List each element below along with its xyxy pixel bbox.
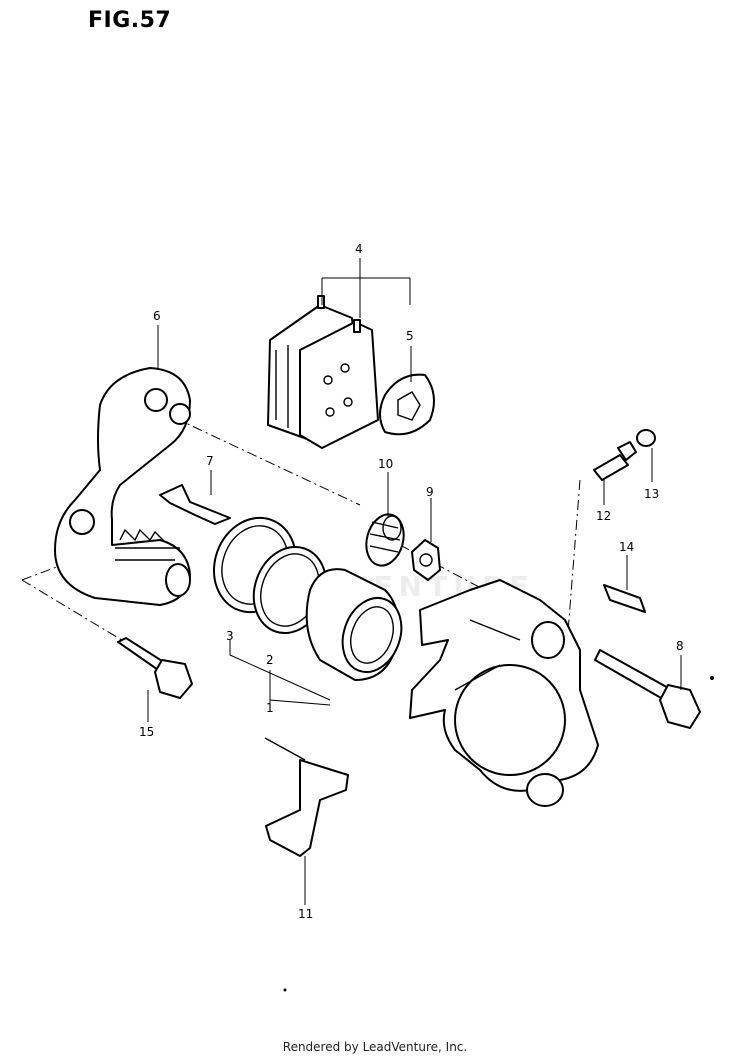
caliper-piston bbox=[305, 568, 403, 681]
callout-2: 2 bbox=[266, 653, 274, 667]
bleeder-cap bbox=[636, 429, 656, 447]
pad-shim bbox=[379, 373, 435, 436]
callout-10: 10 bbox=[378, 457, 393, 471]
caliper-body bbox=[409, 579, 599, 807]
caliper-bracket bbox=[54, 367, 191, 606]
callout-14: 14 bbox=[619, 540, 634, 554]
figure-title: FIG.57 bbox=[88, 8, 172, 33]
leader-lines bbox=[147, 258, 682, 905]
callout-4: 4 bbox=[355, 242, 363, 256]
retainer-plate bbox=[603, 584, 646, 613]
slide-pin-bolt bbox=[594, 649, 701, 729]
pin-boot bbox=[365, 513, 405, 567]
speck-dot bbox=[283, 988, 287, 992]
footer-credit: Rendered by LeadVenture, Inc. bbox=[282, 1040, 468, 1054]
callout-1: 1 bbox=[266, 701, 274, 715]
brake-pads bbox=[267, 295, 379, 449]
pin-sleeve bbox=[411, 539, 441, 581]
callout-8: 8 bbox=[676, 639, 684, 653]
callout-3: 3 bbox=[226, 629, 234, 643]
callout-7: 7 bbox=[206, 454, 214, 468]
speck-dot bbox=[710, 676, 714, 680]
callout-9: 9 bbox=[426, 485, 434, 499]
mounting-bolt bbox=[117, 637, 193, 699]
callout-labels: 4 5 6 7 10 9 3 2 1 12 13 14 8 15 11 bbox=[139, 242, 684, 921]
pad-spring-clip bbox=[159, 484, 231, 525]
callout-11: 11 bbox=[298, 907, 313, 921]
callout-12: 12 bbox=[596, 509, 611, 523]
pad-retainer-bracket bbox=[264, 737, 349, 857]
callout-13: 13 bbox=[644, 487, 659, 501]
callout-6: 6 bbox=[153, 309, 161, 323]
bleeder-screw bbox=[593, 441, 637, 481]
callout-15: 15 bbox=[139, 725, 154, 739]
callout-5: 5 bbox=[406, 329, 414, 343]
